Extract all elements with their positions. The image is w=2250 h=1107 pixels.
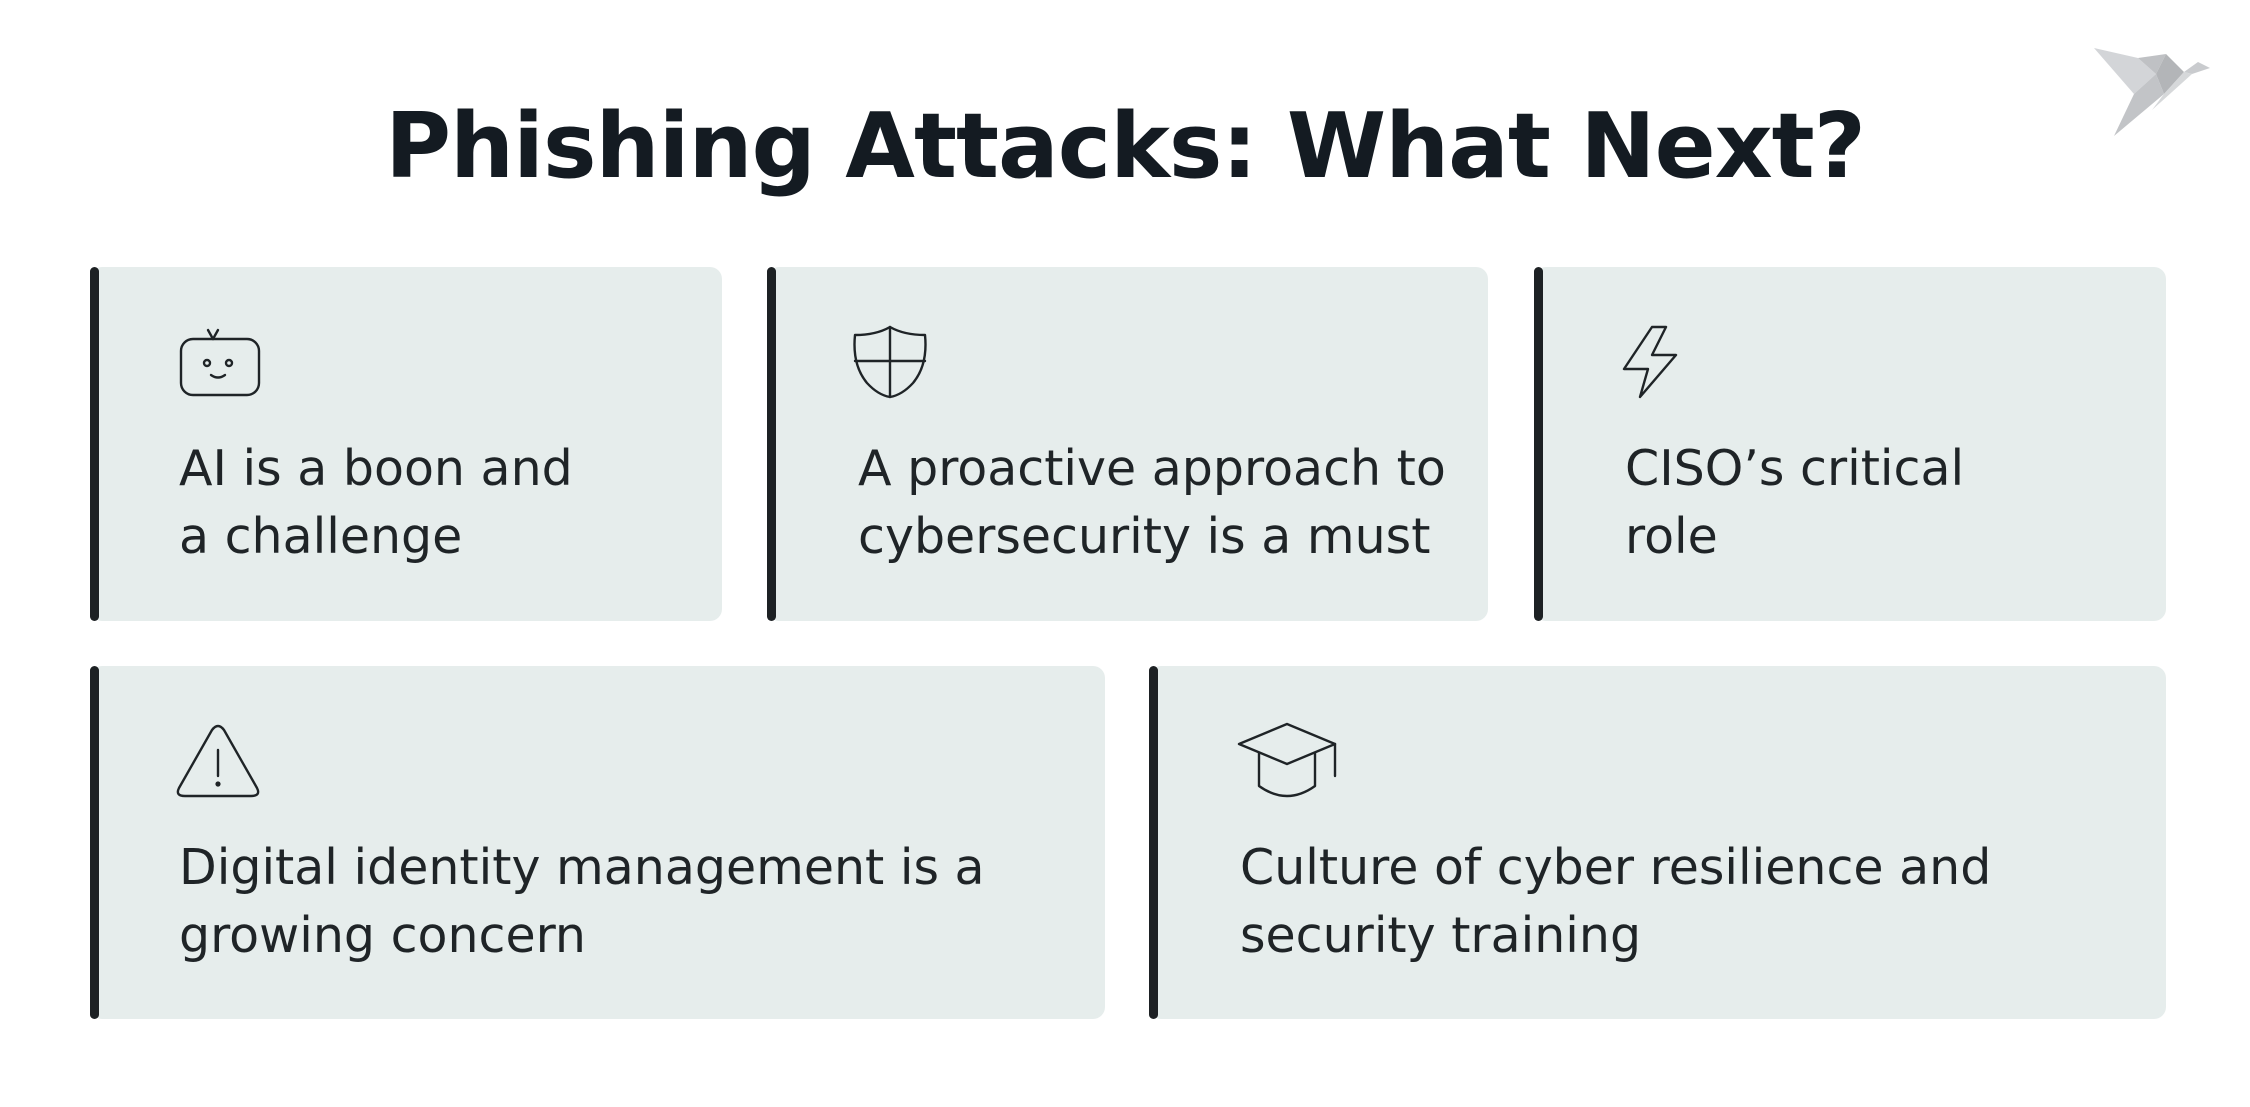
card-accent-bar (767, 267, 776, 621)
origami-bird-icon (2094, 44, 2210, 136)
warning-triangle-icon (175, 724, 261, 804)
card-text: Digital identity management is a growing… (179, 839, 985, 964)
card-text: CISO’s critical role (1625, 440, 1965, 565)
card-digital-identity: Digital identity management is a growing… (90, 666, 1105, 1019)
card-accent-bar (90, 666, 99, 1019)
lightning-icon (1622, 325, 1708, 405)
card-ciso-role: CISO’s critical role (1534, 267, 2166, 621)
shield-icon (853, 325, 941, 405)
card-cyber-resilience: Culture of cyber resilience and security… (1149, 666, 2166, 1019)
card-proactive-approach: A proactive approach to cybersecurity is… (767, 267, 1488, 621)
graduation-cap-icon (1237, 722, 1337, 804)
card-ai-boon: AI is a boon and a challenge (90, 267, 722, 621)
card-text: A proactive approach to cybersecurity is… (858, 440, 1446, 565)
card-accent-bar (1149, 666, 1158, 1019)
card-text: Culture of cyber resilience and security… (1240, 839, 1992, 964)
card-accent-bar (90, 267, 99, 621)
card-accent-bar (1534, 267, 1543, 621)
page-title: Phishing Attacks: What Next? (385, 94, 1866, 199)
card-text: AI is a boon and a challenge (179, 440, 573, 565)
robot-face-icon (175, 325, 261, 405)
